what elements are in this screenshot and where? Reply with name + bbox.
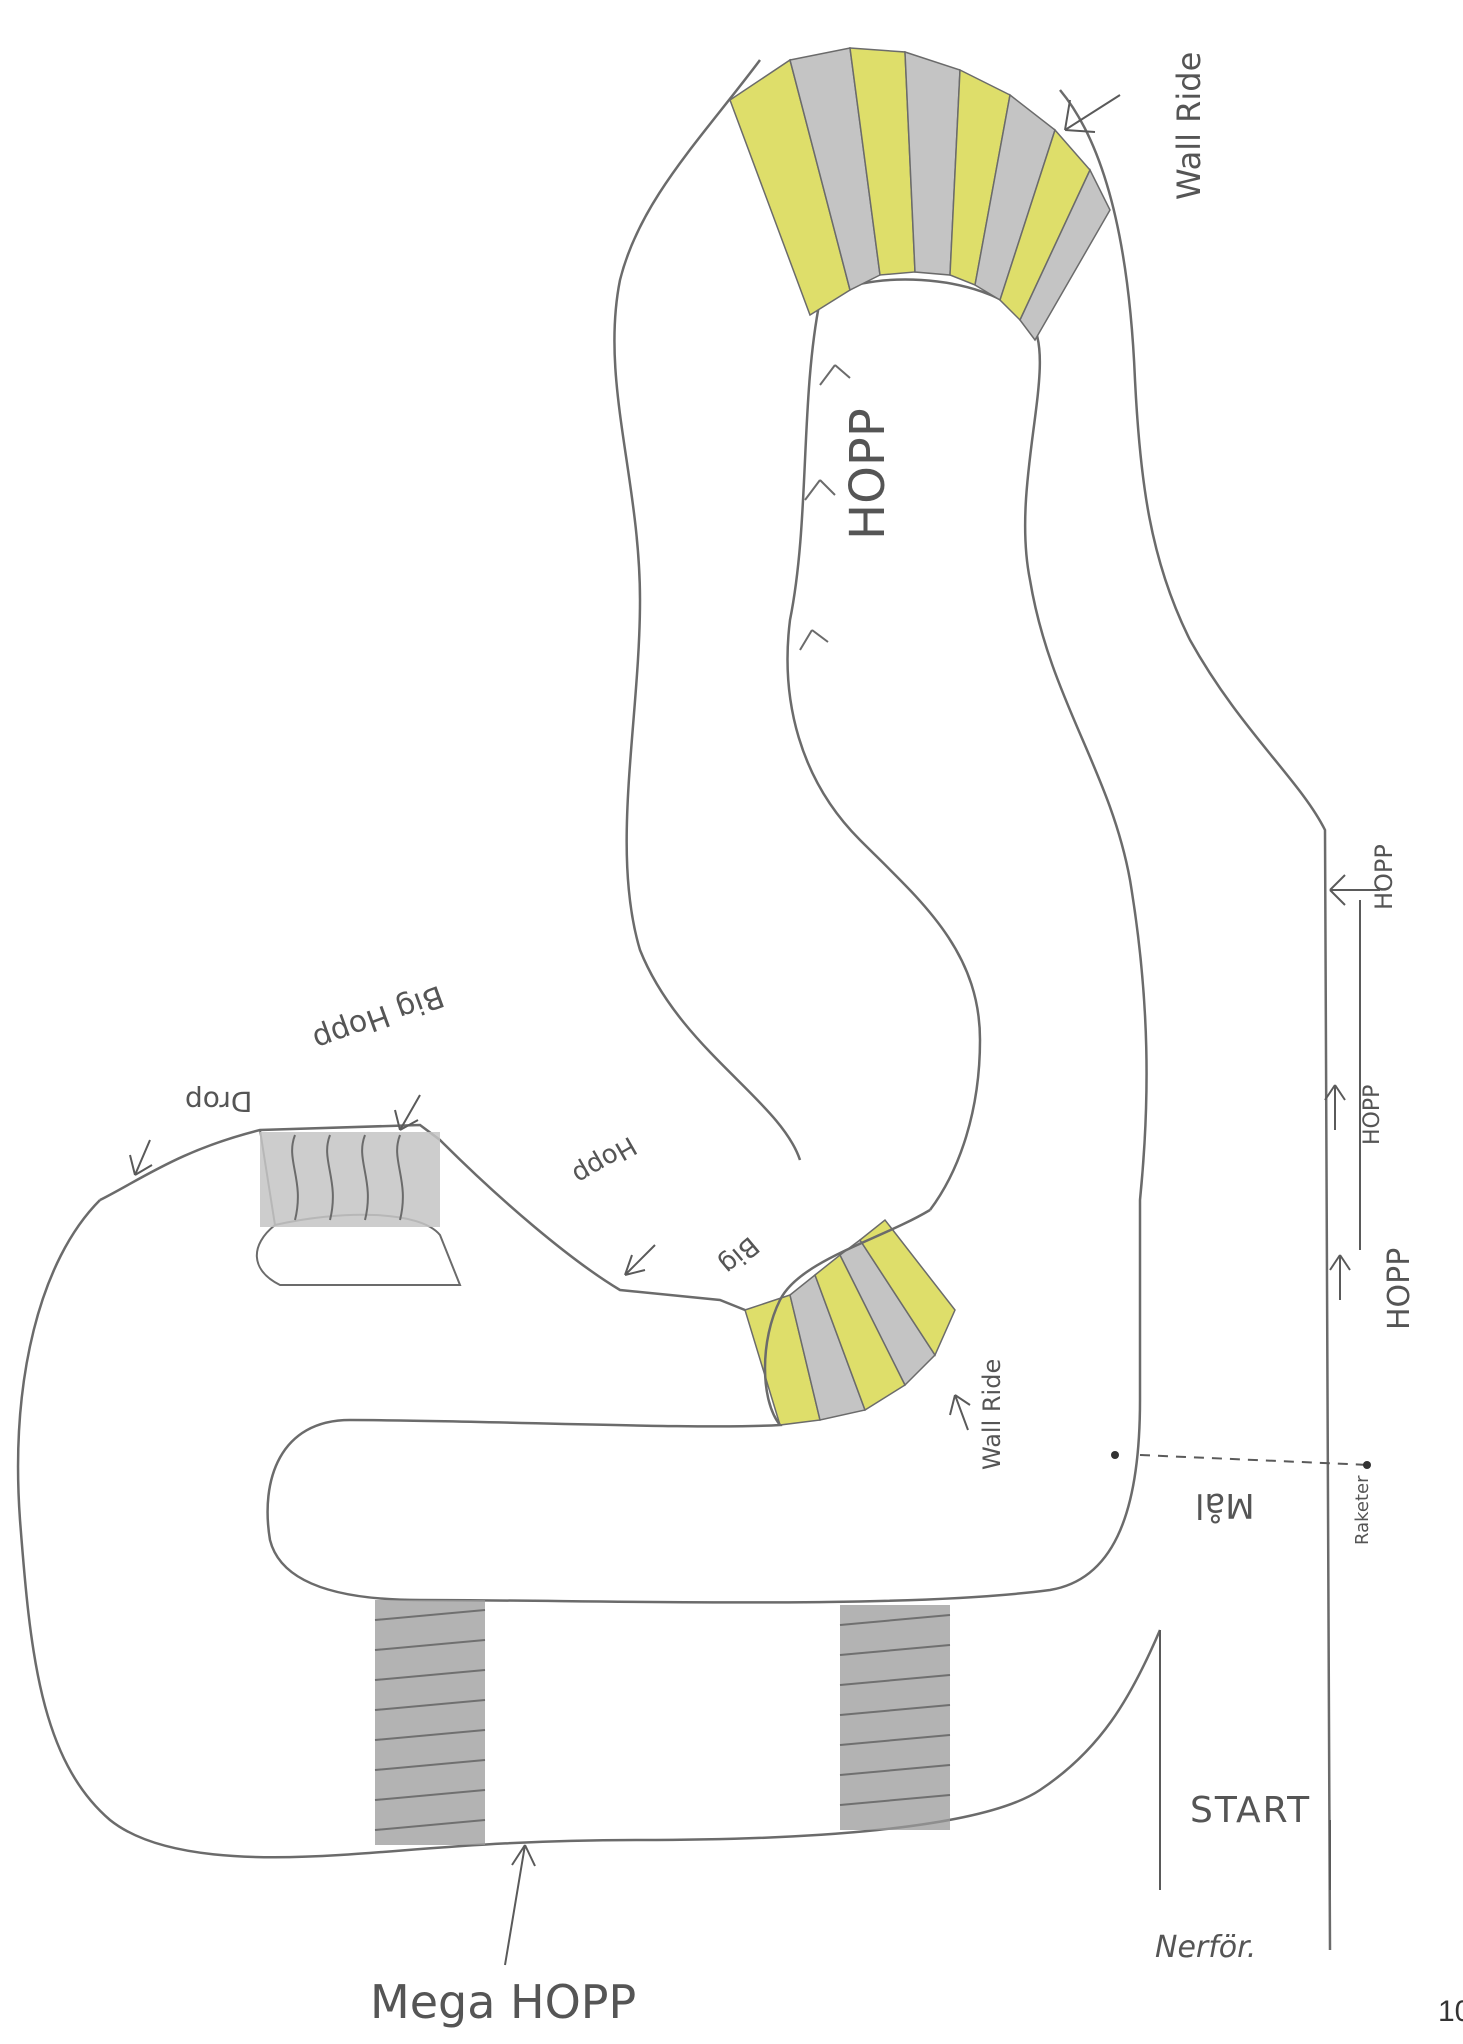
label-nerfor: Nerför.	[1155, 1930, 1256, 1965]
label-raketer: Raketer	[1352, 1475, 1373, 1545]
track-outer-left-edge	[614, 60, 800, 1160]
label-wall-ride-top: Wall Ride	[1170, 52, 1208, 200]
label-wall-ride-bottom: Wall Ride	[978, 1359, 1006, 1470]
label-hopp-main: HOPP	[840, 408, 896, 540]
finish-line	[1140, 1455, 1370, 1465]
page-number: 10	[1438, 1995, 1463, 2029]
mega-hopp-hatch-left	[375, 1600, 485, 1845]
finish-dot	[1111, 1451, 1119, 1459]
label-mega-hopp: Mega HOPP	[370, 1975, 636, 2029]
raketer-dot	[1363, 1461, 1371, 1469]
big-hopp-hatch	[260, 1132, 440, 1227]
label-hopp-right-2: HOPP	[1360, 1085, 1385, 1145]
label-drop: Drop	[185, 1085, 252, 1118]
label-hopp-right-3: HOPP	[1382, 1248, 1417, 1330]
track-outer-right-edge	[1060, 90, 1330, 1950]
track-bend-middle	[268, 1210, 1140, 1603]
label-mal: Mål	[1195, 1485, 1255, 1525]
wall-ride-bottom-band	[745, 1220, 955, 1425]
mega-hopp-hatch-right	[840, 1605, 950, 1830]
label-hopp-right-1: HOPP	[1370, 844, 1398, 910]
wall-ride-top-band	[730, 48, 1110, 340]
label-start: START	[1190, 1790, 1311, 1831]
track-outer-lower-loop	[18, 1200, 1160, 1857]
